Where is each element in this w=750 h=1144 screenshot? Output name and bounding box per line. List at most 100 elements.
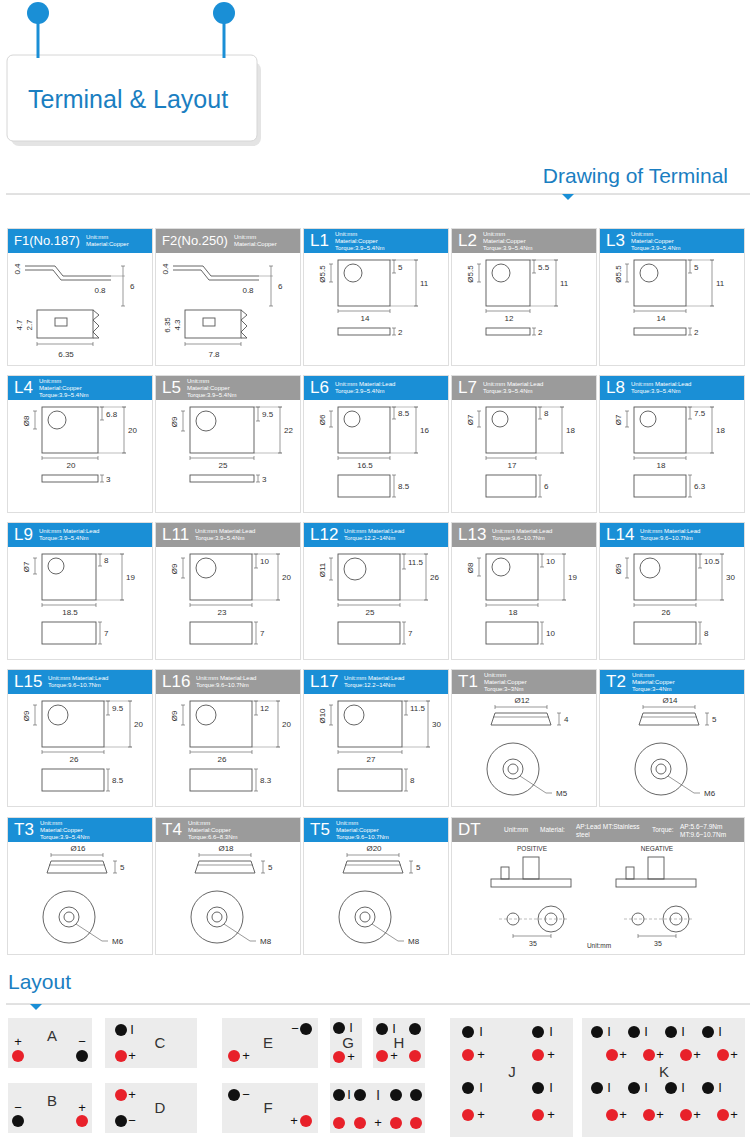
dimension-line [477,411,481,412]
bolt-hole [48,411,66,429]
dimension-label: 23 [218,609,227,618]
terminal-post [648,857,664,879]
dimension-line [688,497,692,498]
terminal-face [339,891,391,943]
bolt-hole [48,558,64,574]
bolt-hole [492,411,508,427]
dimension-line [634,311,686,312]
dimension-line [532,328,536,329]
terminal-side-view [338,328,390,335]
dimension-line [486,458,536,459]
dimension-line [100,475,104,476]
dimension-line [392,260,396,261]
bolt-hole [492,264,510,282]
terminal-side-view [486,328,530,335]
positive-dot [680,1109,692,1121]
dimension-line [42,603,43,607]
negative-dot [628,1026,640,1038]
positive-dot [228,1050,240,1062]
dimension-line [120,600,124,601]
dimension-line [486,603,487,607]
layout-letter: I [376,1087,380,1104]
dimension-line [199,853,200,857]
dimension-line [534,328,535,335]
dimension-line [185,342,186,346]
terminal-outline [634,407,686,453]
dimension-line [338,752,402,753]
positive-dot [680,1049,692,1061]
terminal-drawing [25,266,125,346]
dimension-label: 5 [712,716,716,725]
dimension-line [530,309,531,313]
negative-dot [115,1115,127,1127]
extension-line [252,747,280,748]
dimension-line [98,622,102,623]
polarity-sign: − [78,1035,86,1049]
dimension-line [392,273,396,274]
dimension-line [254,791,258,792]
terminal-drawing [191,853,265,943]
polarity-sign: + [693,1048,701,1062]
dimension-line [121,266,125,267]
dimension-label: 6.8 [106,410,117,419]
dimension-line [698,568,702,569]
dimension-line [106,791,110,792]
dimension-line [251,853,252,857]
layout-cell: E−+ [222,1018,318,1068]
dimension-line [486,456,487,460]
dimension-line [562,600,566,601]
dimension-label: M6 [112,938,123,947]
dimension-line [190,603,191,607]
dimension-line [261,861,265,862]
dimension-line [256,622,257,644]
thread-hole [212,912,222,922]
terminal-card: F1(No.187)Unit:mm Material:Copper0.40.86… [7,228,153,366]
terminal-name: L3 [606,232,625,251]
dimension-line [536,456,537,460]
dimension-line [254,715,258,716]
dimension-line [278,554,279,600]
dimension-line [190,605,252,606]
bolt-hole [48,705,68,725]
dimension-line [538,419,542,420]
dimension-line [106,715,110,716]
terminal-post [523,857,539,879]
dimension-line [409,861,413,862]
dimension-label: 20 [134,721,143,730]
dimension-label: 11.5 [408,558,423,567]
polarity-sign: + [128,1088,136,1102]
dimension-line [710,453,714,454]
dimension-line [42,605,96,606]
polarity-sign: − [128,1114,136,1128]
terminal-name: T1 [458,673,478,692]
terminal-name: L2 [458,232,477,251]
dimension-line [402,644,406,645]
section-rule [6,194,750,195]
terminal-drawing [625,554,724,644]
dimension-label: NEGATIVE [641,845,673,852]
positive-dot [333,1117,345,1129]
dimension-line [532,260,536,261]
spec-text: Torque: [652,826,674,834]
terminal-face [635,743,687,795]
extension-line [696,600,724,601]
dimension-label: 5 [120,864,124,873]
dimension-line [406,769,407,791]
dimension-line [399,853,400,857]
extension-line [98,453,126,454]
dimension-line [190,458,254,459]
spec-text: Unit:mm Material:Copper Torque:3.9~5.4Nm [187,378,253,399]
dimension-line [276,747,280,748]
dimension-label: Ø5.5 [467,265,476,282]
dimension-line [720,554,724,555]
dimension-line [513,934,514,938]
dimension-line [406,701,407,715]
terminal-outline [190,554,252,600]
terminal-name: L15 [14,673,42,692]
dimension-line [532,335,536,336]
terminal-outline [42,554,96,600]
terminal-card: F2(No.250)Unit:mm Material:Copper0.40.86… [155,228,301,366]
leader-line [398,941,404,942]
dimension-line [627,558,628,578]
dimension-line [183,705,184,725]
